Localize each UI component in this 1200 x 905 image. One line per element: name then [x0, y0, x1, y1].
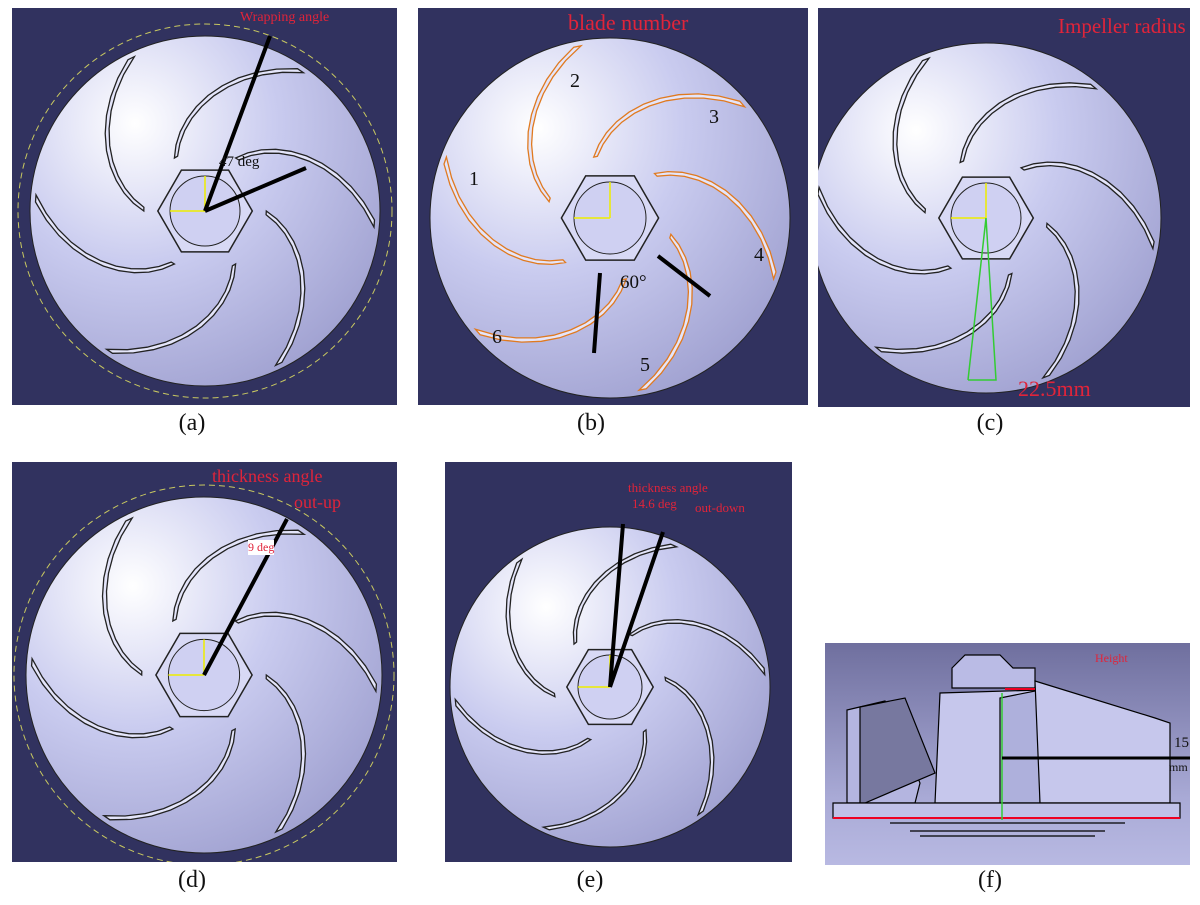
annotation-label: Height — [1095, 651, 1128, 665]
annotation-label: Impeller radius — [1058, 14, 1186, 38]
caption-d: (d) — [178, 867, 206, 893]
blade — [265, 209, 306, 367]
blade — [1019, 161, 1155, 251]
blade-number-6: 6 — [492, 326, 502, 348]
blade — [664, 676, 715, 817]
panel-a-wrapping-angle: Wrapping angle 47 deg — [12, 8, 397, 405]
blade — [592, 93, 747, 158]
thickness-angle-lines — [608, 523, 665, 688]
annotation-label-line1: thickness angle — [628, 480, 708, 495]
blade — [101, 516, 143, 677]
blade — [873, 272, 1013, 354]
blade — [173, 68, 306, 160]
impeller-top-view — [429, 37, 791, 399]
angle-value: 9 deg — [248, 540, 275, 555]
blade-number-1: 1 — [469, 168, 479, 190]
blade-angle-lines — [592, 254, 712, 354]
panel-b-blade-number: blade number 1 2 3 4 5 6 60° — [418, 8, 808, 405]
blade — [234, 148, 376, 230]
blade — [34, 192, 176, 274]
blade — [171, 529, 307, 623]
blade — [527, 44, 584, 204]
blade — [1041, 221, 1080, 380]
blade — [454, 697, 593, 756]
blade-number-3: 3 — [709, 106, 719, 128]
blade — [30, 656, 175, 739]
annotation-label: Wrapping angle — [240, 10, 330, 25]
annotation-label: blade number — [568, 10, 689, 35]
panel-f-height: Height 15 mm — [825, 643, 1190, 865]
height-unit: mm — [1169, 760, 1188, 774]
blade — [104, 55, 145, 213]
blade — [541, 728, 648, 831]
wrapping-angle-lines — [203, 35, 307, 213]
annotation-label-line2: out-down — [695, 500, 745, 515]
panel-e-thickness-angle-out-down: thickness angle 14.6 deg out-down — [445, 462, 792, 862]
blade — [653, 170, 777, 282]
blade — [265, 673, 307, 834]
blade — [627, 618, 766, 677]
caption-a: (a) — [178, 410, 206, 436]
radius-value: 22.5mm — [1018, 376, 1091, 401]
blade — [959, 82, 1099, 164]
blade — [233, 611, 378, 694]
blade-number-4: 4 — [754, 244, 764, 266]
angle-value: 14.6 deg — [632, 496, 677, 511]
annotation-label-line1: thickness angle — [212, 466, 323, 486]
angle-value: 47 deg — [219, 154, 260, 170]
blade — [104, 262, 237, 354]
annotation-label-line2: out-up — [294, 492, 341, 512]
blade — [505, 557, 556, 698]
blade — [892, 56, 931, 215]
blade — [818, 185, 953, 275]
caption-e: (e) — [576, 867, 604, 893]
caption-c: (c) — [976, 410, 1004, 436]
blade — [443, 154, 567, 266]
panel-c-impeller-radius: Impeller radius 22.5mm — [818, 8, 1190, 407]
caption-f: (f) — [978, 867, 1002, 893]
thickness-angle-line — [202, 518, 289, 676]
radius-dimension — [967, 217, 997, 381]
panel-d-thickness-angle-out-up: thickness angle out-up 9 deg — [12, 462, 397, 862]
blade-number-5: 5 — [640, 354, 650, 376]
caption-b: (b) — [577, 410, 605, 436]
blade — [572, 543, 679, 646]
blade — [101, 727, 237, 821]
blade-number-2: 2 — [570, 70, 580, 92]
impeller-side-view — [832, 654, 1190, 837]
height-value: 15 — [1174, 735, 1189, 751]
angle-value: 60° — [620, 272, 647, 293]
